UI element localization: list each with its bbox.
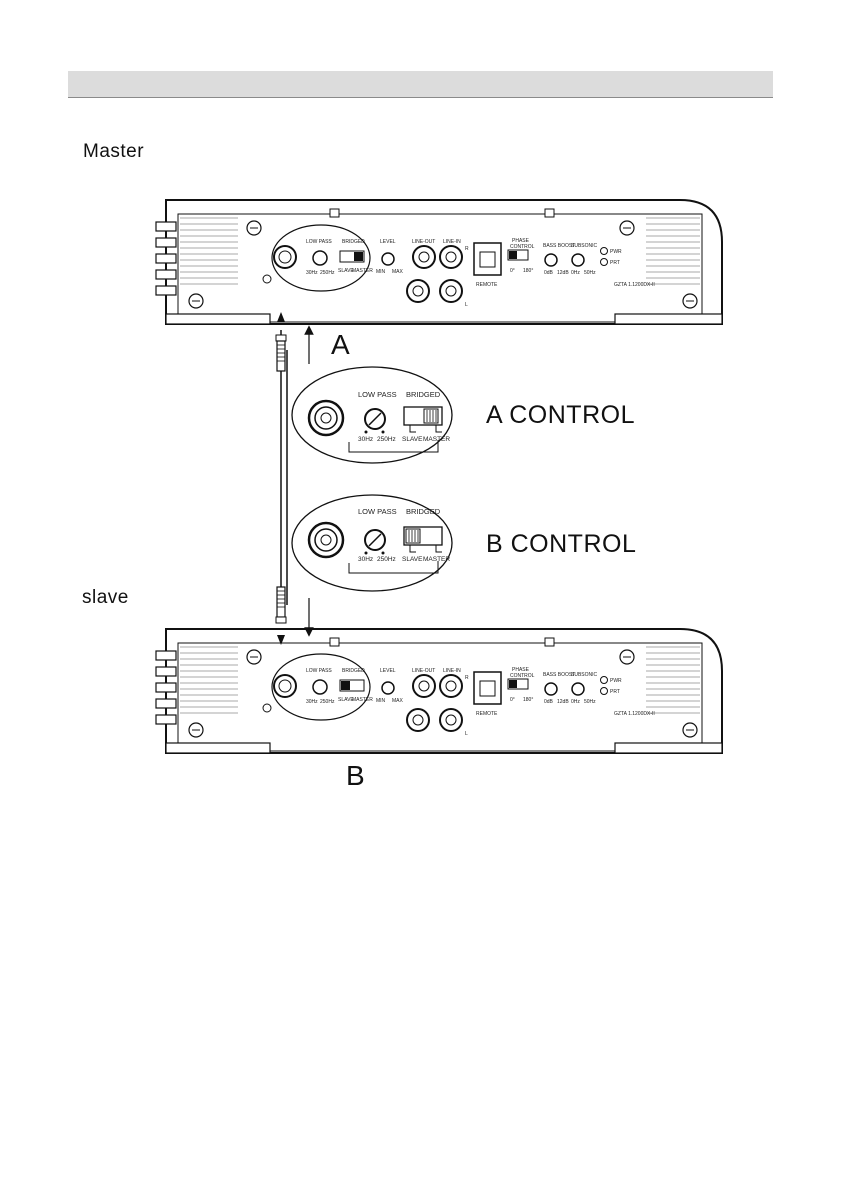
b-zoom-master-text: MASTER	[423, 556, 450, 563]
slave-l-text: L	[465, 731, 468, 737]
master-bridged-text: BRIDGED	[342, 239, 365, 245]
slave-50hz-text: 50Hz	[584, 699, 596, 705]
master-label: Master	[83, 141, 145, 162]
b-control-label: B CONTROL	[486, 530, 637, 558]
b-zoom-30hz-text: 30Hz	[358, 556, 373, 563]
slave-0deg-text: 0°	[510, 697, 515, 703]
master-phase-text: PHASE	[512, 238, 530, 244]
master-pwr-text: PWR	[610, 249, 622, 255]
a-control-label: A CONTROL	[486, 401, 635, 429]
slave-0db-text: 0dB	[544, 699, 554, 705]
slave-prt-text: PRT	[610, 689, 620, 695]
b-zoom-bridged-text: BRIDGED	[406, 507, 441, 516]
arrow-b-label: B	[346, 760, 365, 791]
master-control-text: CONTROL	[510, 244, 535, 250]
slave-bass-boost-text: BASS BOOST	[543, 672, 575, 678]
slave-remote-text: REMOTE	[476, 711, 498, 717]
b-control-zoom: LOW PASS BRIDGED 30Hz 250Hz SLAVE MASTER	[291, 494, 453, 592]
master-0hz-text: 0Hz	[571, 270, 580, 276]
slave-min-text: MIN	[376, 698, 386, 704]
slave-model-text: GZTA 1.1200DX-II	[614, 711, 655, 717]
master-level-text: LEVEL	[380, 239, 396, 245]
master-0deg-text: 0°	[510, 268, 515, 274]
a-zoom-30hz-text: 30Hz	[358, 436, 373, 443]
master-remote-text: REMOTE	[476, 282, 498, 288]
master-50hz-text: 50Hz	[584, 270, 596, 276]
master-amplifier: LOW PASS BRIDGED LEVEL LINE-OUT LINE-IN …	[155, 199, 723, 325]
header-bar	[68, 71, 773, 98]
master-max-text: MAX	[392, 269, 404, 275]
master-r-text: R	[465, 246, 469, 252]
master-min-text: MIN	[376, 269, 386, 275]
b-zoom-250hz-text: 250Hz	[377, 556, 396, 563]
b-zoom-low-pass-text: LOW PASS	[358, 507, 397, 516]
a-control-zoom: LOW PASS BRIDGED 30Hz 250Hz SLAVE MASTER	[291, 366, 453, 464]
arrow-a-label: A	[331, 329, 350, 360]
slave-slave-text: SLAVE	[338, 697, 354, 703]
master-prt-text: PRT	[610, 260, 620, 266]
a-zoom-master-text: MASTER	[423, 436, 450, 443]
slave-pwr-text: PWR	[610, 678, 622, 684]
master-line-in-text: LINE-IN	[443, 239, 461, 245]
master-line-out-text: LINE-OUT	[412, 239, 435, 245]
b-zoom-slave-text: SLAVE	[402, 556, 423, 563]
master-master-text: MASTER	[352, 268, 373, 274]
master-bass-boost-text: BASS BOOST	[543, 243, 575, 249]
a-zoom-250hz-text: 250Hz	[377, 436, 396, 443]
master-180deg-text: 180°	[523, 268, 533, 274]
slave-250hz-text: 250Hz	[320, 699, 335, 705]
a-zoom-low-pass-text: LOW PASS	[358, 390, 397, 399]
master-model-text: GZTA 1.1200DX-II	[614, 282, 655, 288]
master-12db-text: 12dB	[557, 270, 569, 276]
a-zoom-bridged-text: BRIDGED	[406, 390, 441, 399]
master-30hz-text: 30Hz	[306, 270, 318, 276]
slave-subsonic-text: SUBSONIC	[571, 672, 598, 678]
slave-r-text: R	[465, 675, 469, 681]
slave-max-text: MAX	[392, 698, 404, 704]
slave-level-text: LEVEL	[380, 668, 396, 674]
slave-30hz-text: 30Hz	[306, 699, 318, 705]
slave-line-in-text: LINE-IN	[443, 668, 461, 674]
a-zoom-slave-text: SLAVE	[402, 436, 423, 443]
master-slave-text: SLAVE	[338, 268, 354, 274]
master-250hz-text: 250Hz	[320, 270, 335, 276]
master-subsonic-text: SUBSONIC	[571, 243, 598, 249]
rca-cable	[275, 312, 288, 645]
slave-0hz-text: 0Hz	[571, 699, 580, 705]
master-low-pass-text: LOW PASS	[306, 239, 332, 245]
slave-line-out-text: LINE-OUT	[412, 668, 435, 674]
slave-phase-text: PHASE	[512, 667, 530, 673]
slave-180deg-text: 180°	[523, 697, 533, 703]
master-0db-text: 0dB	[544, 270, 554, 276]
slave-12db-text: 12dB	[557, 699, 569, 705]
slave-bridged-text: BRIDGED	[342, 668, 365, 674]
slave-low-pass-text: LOW PASS	[306, 668, 332, 674]
slave-amplifier: LOW PASS BRIDGED LEVEL LINE-OUT LINE-IN …	[155, 628, 723, 754]
slave-master-text: MASTER	[352, 697, 373, 703]
slave-control-text: CONTROL	[510, 673, 535, 679]
master-l-text: L	[465, 302, 468, 308]
slave-label: slave	[82, 587, 129, 608]
